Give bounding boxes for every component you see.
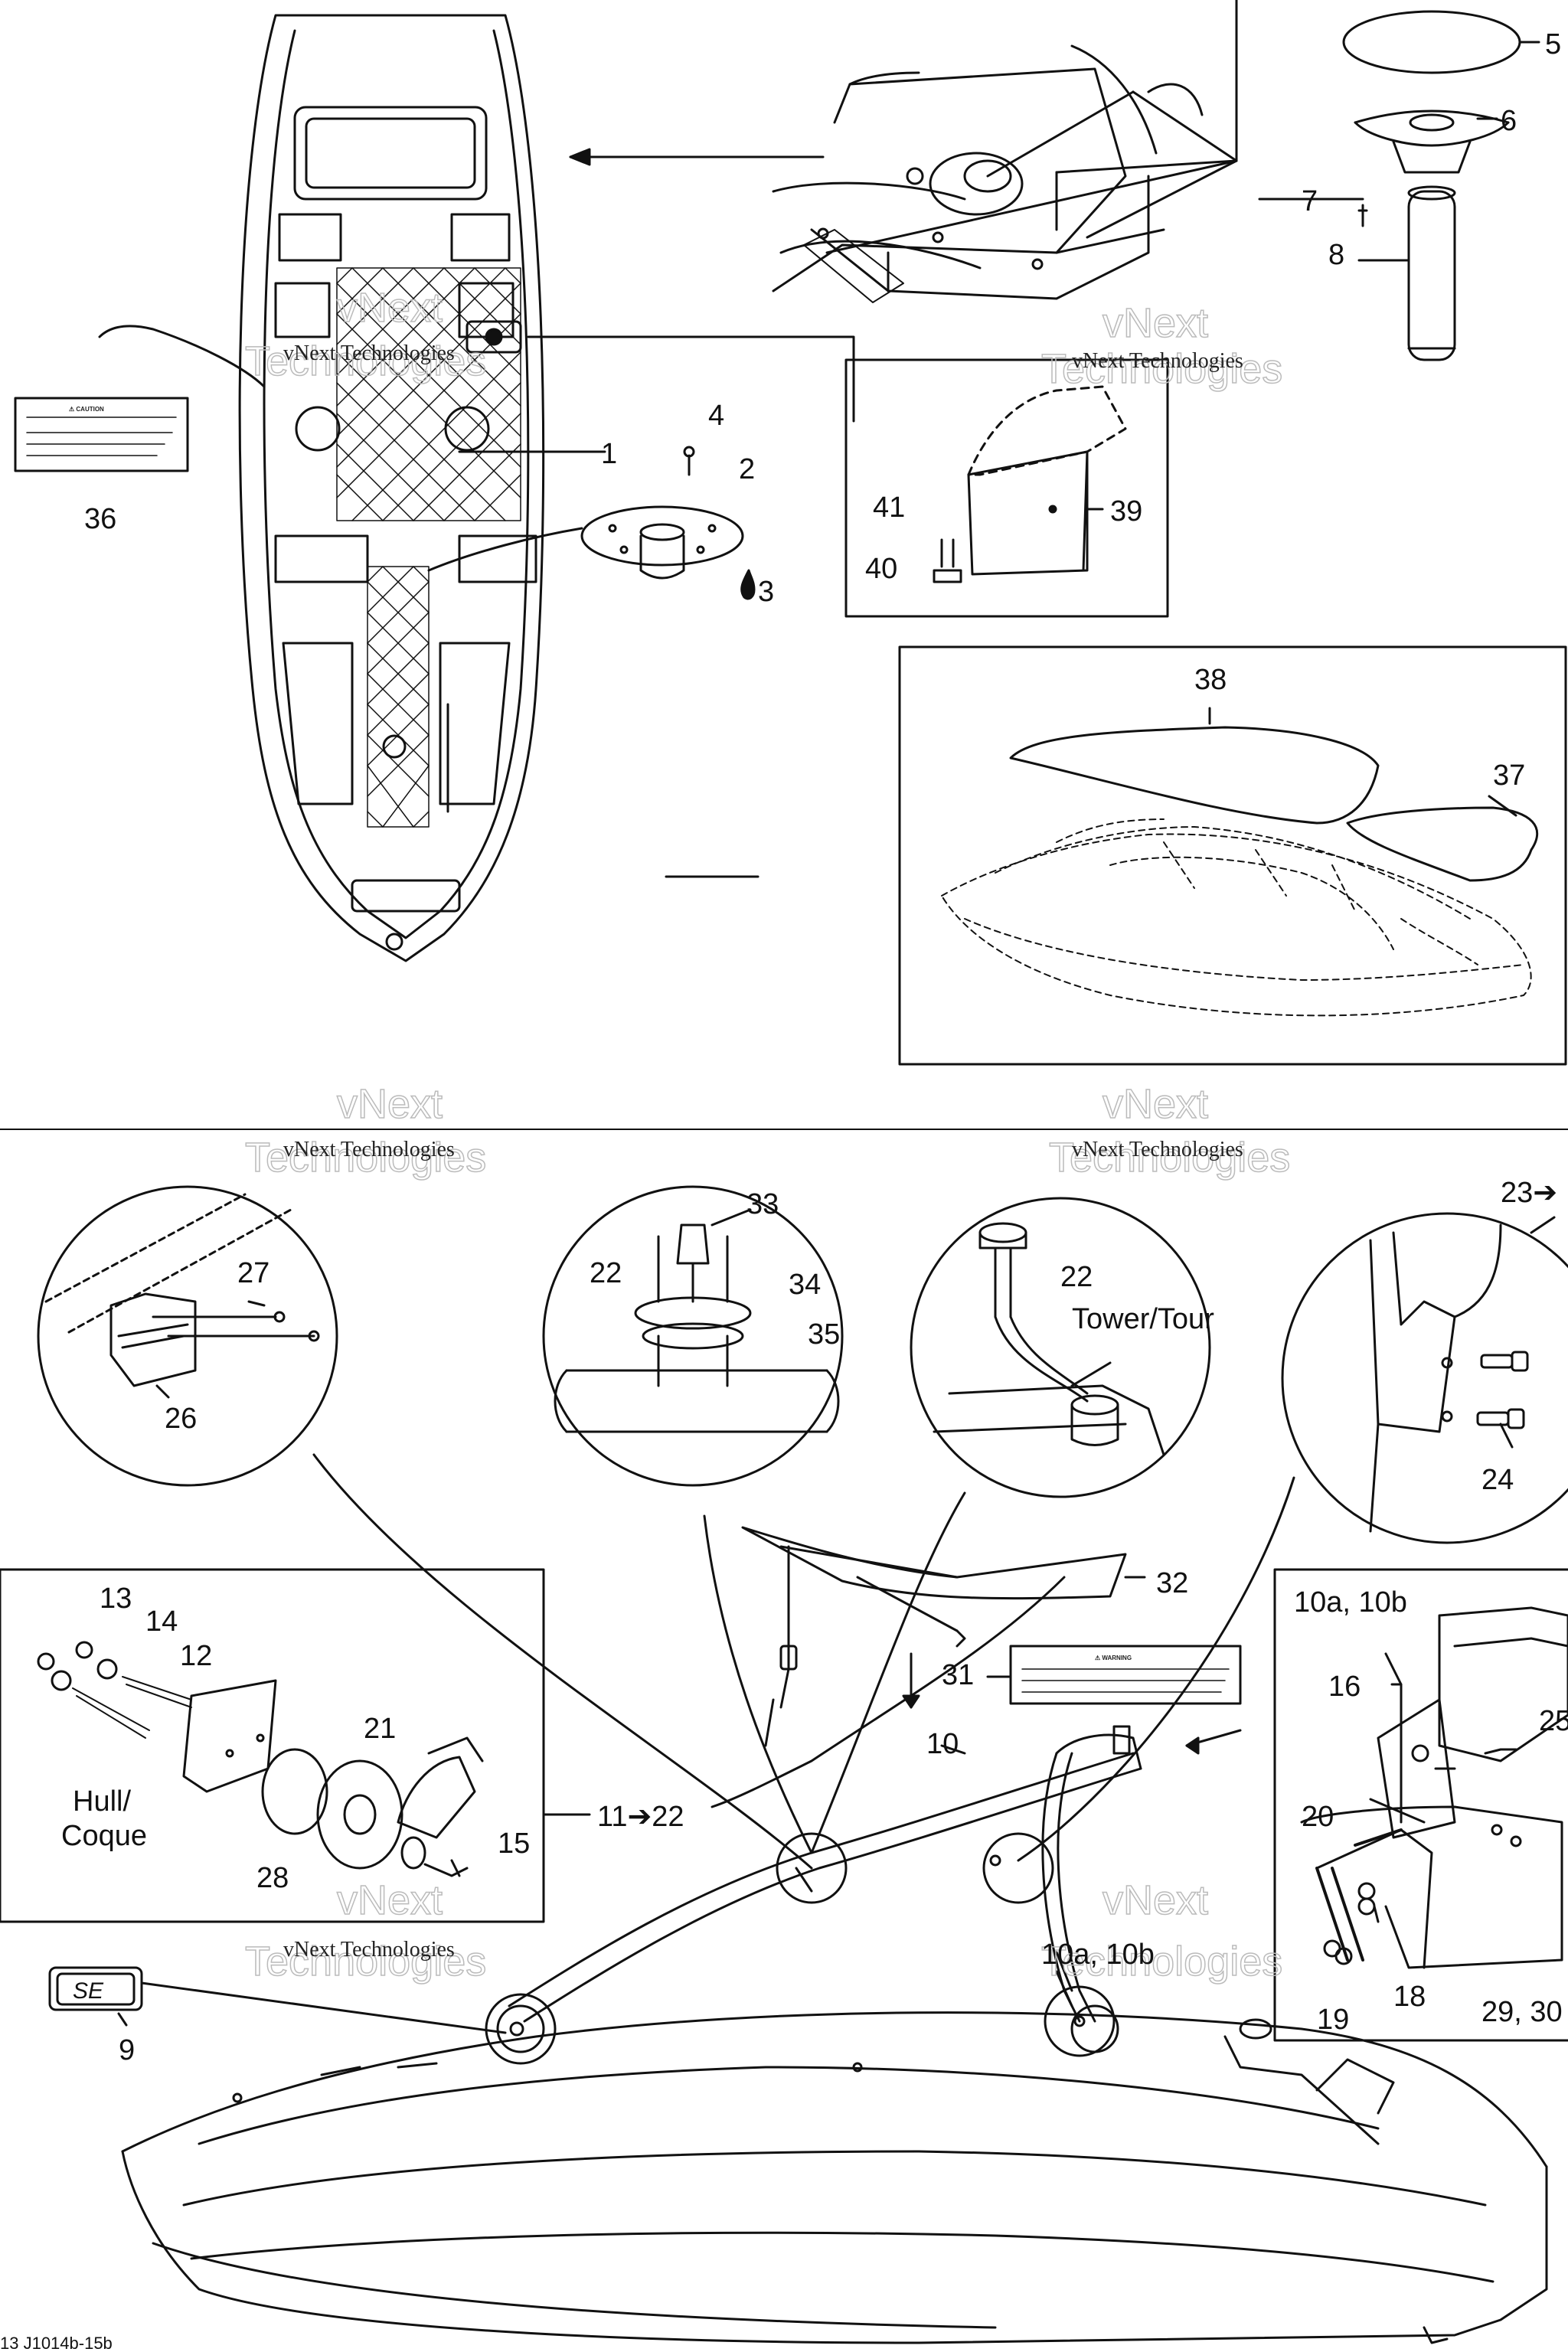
se-badge-decal: [48, 1966, 143, 2011]
hull-hardware: [37, 1641, 484, 1877]
callout-39: 39: [1110, 495, 1142, 528]
callout-9: 9: [119, 2034, 135, 2066]
callout-33: 33: [746, 1188, 779, 1220]
hull-label: Hull/: [73, 1785, 131, 1818]
seat-base-plate: [580, 446, 744, 580]
callout-labels: 1 2 3 4 5 6 7 8 9 10 10a, 10b 10a, 10b 1…: [61, 28, 1568, 2066]
callout-12: 12: [180, 1640, 212, 1672]
callout-24: 24: [1481, 1464, 1514, 1496]
svg-text:Technologies: Technologies: [245, 1135, 486, 1181]
tower-mount-detail: [542, 1185, 844, 1487]
callout-6: 6: [1501, 105, 1517, 137]
callout-31: 31: [942, 1659, 974, 1691]
cover-detail-box: [844, 358, 1169, 618]
svg-text:vNext: vNext: [1102, 1877, 1208, 1923]
callout-25: 25: [1539, 1705, 1568, 1737]
boat-top-view: [238, 14, 825, 962]
callout-37: 37: [1493, 760, 1525, 792]
callout-10a-10b-detail: 10a, 10b: [1294, 1586, 1407, 1619]
adhesive-drop-icon: [740, 569, 756, 600]
storage-bin: [933, 385, 1127, 583]
tower-mount-box: [1273, 1568, 1568, 2042]
tower-bimini: [741, 1526, 1127, 1747]
diagram-reference-number: 13 J1014b-15b: [0, 2334, 113, 2352]
boat-side-view: [121, 2004, 1548, 2344]
callout-36: 36: [84, 503, 116, 535]
svg-text:Technologies: Technologies: [1049, 1135, 1290, 1181]
tower-mount-hardware: [1300, 1606, 1568, 1969]
caution-decal: [14, 397, 189, 472]
callout-29-30: 29, 30: [1481, 1996, 1563, 2028]
svg-text:Technologies: Technologies: [245, 338, 486, 384]
callout-13: 13: [100, 1583, 132, 1615]
callout-3: 3: [758, 576, 774, 608]
tower-light-detail: [910, 1197, 1211, 1498]
hull-hardware-box: [0, 1568, 545, 1923]
svg-text:Technologies: Technologies: [1041, 346, 1282, 392]
svg-text:vNext Technologies: vNext Technologies: [1072, 1138, 1243, 1161]
storage-compartment: [772, 44, 1204, 303]
floor-mat: [336, 267, 521, 828]
boat-cover: [941, 726, 1539, 1017]
boat-cover-box: [898, 645, 1567, 1066]
svg-text:vNext Technologies: vNext Technologies: [283, 1938, 455, 1962]
callout-21: 21: [364, 1713, 396, 1745]
callout-19: 19: [1317, 2004, 1349, 2036]
callout-4: 4: [708, 400, 724, 432]
wakeboard-tower: [508, 1725, 1142, 2023]
callout-23: 23➔: [1501, 1177, 1557, 1209]
callout-27: 27: [237, 1257, 270, 1289]
callout-2: 2: [739, 453, 755, 485]
svg-text:vNext Technologies: vNext Technologies: [283, 1138, 455, 1161]
callout-5: 5: [1545, 28, 1561, 60]
svg-text:vNext: vNext: [1102, 1081, 1208, 1127]
svg-text:vNext: vNext: [337, 1877, 443, 1923]
svg-text:vNext: vNext: [337, 1081, 443, 1127]
svg-text:vNext: vNext: [1102, 300, 1208, 346]
svg-text:vNext Technologies: vNext Technologies: [1072, 349, 1243, 373]
svg-text:vNext: vNext: [337, 285, 443, 331]
callout-18: 18: [1393, 1981, 1426, 2013]
callout-34: 34: [789, 1269, 821, 1301]
callout-11-22: 11➔22: [597, 1801, 684, 1833]
callout-8: 8: [1328, 239, 1344, 271]
watermarks: vNext Technologies vNext Technologies vN…: [244, 284, 1291, 1985]
callout-22-tower: 22: [1060, 1261, 1093, 1293]
coque-label: Coque: [61, 1820, 147, 1852]
callout-16: 16: [1328, 1671, 1361, 1703]
svg-text:vNext Technologies: vNext Technologies: [283, 341, 455, 365]
callout-41: 41: [873, 492, 905, 524]
callout-26: 26: [165, 1403, 197, 1435]
table-assembly: [1258, 10, 1540, 361]
callout-28: 28: [256, 1862, 289, 1894]
mirror-detail: [37, 1185, 338, 1487]
callout-32: 32: [1156, 1567, 1188, 1599]
callout-7: 7: [1302, 185, 1318, 217]
svg-text:Technologies: Technologies: [245, 1939, 486, 1984]
warning-decal-title: ⚠ WARNING: [1095, 1655, 1132, 1661]
callout-22-mount: 22: [590, 1257, 622, 1289]
callout-40: 40: [865, 553, 897, 585]
callout-10a-10b: 10a, 10b: [1041, 1939, 1155, 1971]
callout-38: 38: [1194, 664, 1227, 696]
warning-decal: [1009, 1645, 1242, 1705]
callout-1: 1: [601, 438, 617, 470]
callout-35: 35: [808, 1318, 840, 1351]
callout-15: 15: [498, 1828, 530, 1860]
callout-20: 20: [1302, 1801, 1334, 1833]
callout-14: 14: [145, 1606, 178, 1638]
svg-text:Technologies: Technologies: [1041, 1939, 1282, 1984]
tower-bolt-detail: [1281, 1212, 1568, 1544]
caution-decal-title: ⚠ CAUTION: [69, 406, 104, 413]
callout-10: 10: [926, 1728, 959, 1760]
se-badge-text: SE: [73, 1978, 104, 2004]
tower-label: Tower/Tour: [1072, 1303, 1214, 1335]
